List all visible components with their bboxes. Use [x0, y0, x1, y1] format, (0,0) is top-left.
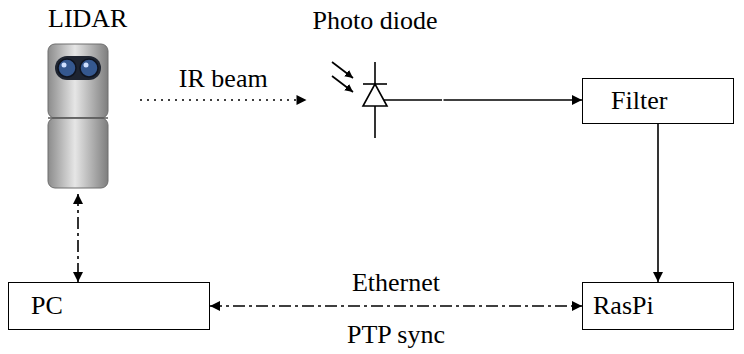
signal-arrow [657, 124, 659, 282]
light-arrow [332, 76, 353, 92]
lidar-seam [48, 117, 108, 119]
node-label: PC [31, 291, 63, 321]
control-link [77, 194, 79, 282]
lidar-lens [58, 59, 76, 77]
connector-group [78, 100, 658, 306]
process-box: RasPi [582, 282, 734, 330]
node-label: RasPi [593, 291, 654, 321]
diode-lead [374, 106, 376, 138]
ir-beam-arrow [140, 99, 307, 101]
lens-highlight [84, 63, 89, 68]
signal-arrow [444, 99, 583, 101]
photodiode-symbol [332, 62, 442, 138]
diode-triangle [363, 84, 387, 106]
node-label: LIDAR [48, 4, 127, 34]
lidar-lens [80, 59, 98, 77]
lidar-upper-body [48, 44, 108, 118]
edge-label: IR beam [176, 64, 271, 94]
light-arrow [332, 62, 353, 78]
lens-highlight [62, 63, 67, 68]
lidar-device [48, 44, 108, 188]
network-link [210, 305, 582, 307]
diode-lead [374, 62, 376, 84]
diode-output-wire [384, 99, 442, 101]
lidar-unit: LIDAR [40, 4, 140, 194]
edge-label: Ethernet [349, 268, 443, 298]
node-label: Filter [611, 86, 667, 116]
node-label: Photo diode [313, 6, 438, 36]
process-box: Filter [582, 78, 734, 124]
link-note: PTP sync [344, 320, 448, 350]
lidar-lower-body [48, 118, 108, 188]
photodiode-unit: Photo diode [307, 6, 444, 146]
process-box: PC [8, 282, 210, 330]
lidar-window [55, 56, 101, 80]
